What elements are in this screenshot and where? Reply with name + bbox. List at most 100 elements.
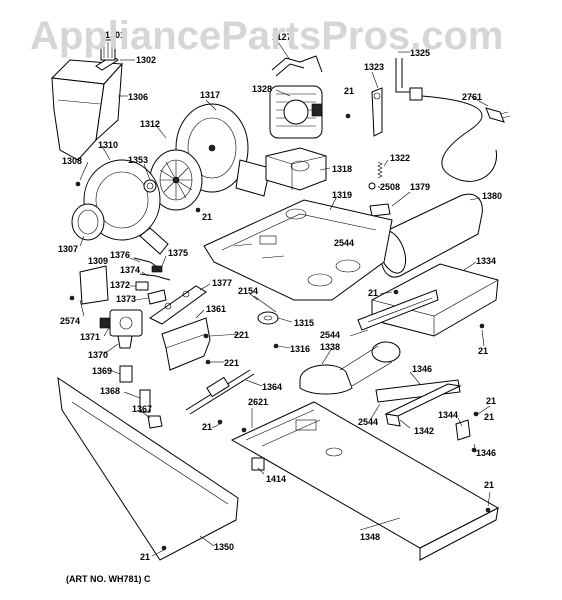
coil-1369 <box>119 365 133 383</box>
label-1322: 1322 <box>390 153 410 163</box>
label-1316: 1316 <box>290 344 310 354</box>
panel-1309 <box>79 265 109 305</box>
label-2761: 2761 <box>462 92 482 102</box>
label-1372: 1372 <box>110 280 130 290</box>
blower-wheel-1312 <box>149 149 203 211</box>
label-2544b: 2544 <box>320 330 340 340</box>
label-1369: 1369 <box>92 366 112 376</box>
label-1318: 1318 <box>332 164 352 174</box>
label-1346a: 1346 <box>412 364 432 374</box>
roller-1315 <box>257 311 279 325</box>
duct-elbow-1338 <box>299 341 401 395</box>
foot-1414 <box>251 457 265 471</box>
power-cord-2761 <box>409 87 511 182</box>
label-21a: 21 <box>344 86 354 96</box>
label-1334: 1334 <box>476 256 496 266</box>
part-labels: 1301 1302 1306 1317 1127 1328 1325 1323 … <box>58 30 502 562</box>
base-plate-1319 <box>203 199 393 301</box>
elbow-1367 <box>147 415 163 429</box>
blower-duct-1306 <box>50 59 124 161</box>
label-221a: 221 <box>234 330 249 340</box>
label-1414: 1414 <box>266 474 286 484</box>
label-21f: 21 <box>486 396 496 406</box>
nut-2508 <box>368 182 376 190</box>
label-1368: 1368 <box>100 386 120 396</box>
spring-1322 <box>377 161 383 179</box>
rod-1364 <box>185 369 255 415</box>
connector-1372 <box>135 281 149 291</box>
ring-seal-1353 <box>143 179 157 193</box>
label-1353: 1353 <box>128 155 148 165</box>
drive-motor-1328 <box>269 85 323 139</box>
label-2574: 2574 <box>60 316 80 326</box>
label-1371: 1371 <box>80 332 100 342</box>
leader-lines <box>79 41 491 557</box>
gas-valve-1371 <box>99 309 143 349</box>
label-1310: 1310 <box>98 140 118 150</box>
label-221b: 221 <box>224 358 239 368</box>
label-1302: 1302 <box>136 55 156 65</box>
label-1376: 1376 <box>110 250 130 260</box>
label-1380: 1380 <box>482 191 502 201</box>
label-1375: 1375 <box>168 248 188 258</box>
bracket-1342 <box>384 383 462 427</box>
label-1364: 1364 <box>262 382 282 392</box>
label-1317: 1317 <box>200 90 220 100</box>
label-2621: 2621 <box>248 397 268 407</box>
label-1367: 1367 <box>132 404 152 414</box>
support-rail-1334 <box>357 263 499 337</box>
bracket-1361 <box>161 317 211 371</box>
screws <box>69 113 491 551</box>
label-1338: 1338 <box>320 342 340 352</box>
label-1315: 1315 <box>294 318 314 328</box>
duct-clip-1301 <box>100 39 116 61</box>
bracket-1373 <box>147 289 167 305</box>
fuse-1374 <box>139 273 171 281</box>
watermark-text: AppliancePartsPros.com <box>30 14 504 58</box>
bracket-1325 <box>395 58 412 93</box>
label-21g: 21 <box>484 412 494 422</box>
label-21h: 21 <box>484 480 494 490</box>
label-1348: 1348 <box>360 532 380 542</box>
heater-duct-1380 <box>377 193 483 278</box>
clip-1344 <box>455 419 471 441</box>
door-switch-1323 <box>371 87 383 137</box>
label-1325: 1325 <box>410 48 430 58</box>
label-1328: 1328 <box>252 84 272 94</box>
label-1374: 1374 <box>120 265 140 275</box>
label-21c: 21 <box>368 288 378 298</box>
bracket-1346-top <box>375 379 461 403</box>
thermistor-1376 <box>133 257 163 273</box>
label-21e: 21 <box>202 422 212 432</box>
label-2544a: 2544 <box>334 238 354 248</box>
label-1344: 1344 <box>438 410 458 420</box>
seal-ring-1307 <box>71 203 105 241</box>
motor-mount-1318 <box>265 147 327 191</box>
label-2154: 2154 <box>238 286 258 296</box>
motor-clamp-1127 <box>271 55 323 77</box>
label-1361: 1361 <box>206 304 226 314</box>
back-panel-1350 <box>57 376 239 561</box>
label-1127: 1127 <box>272 32 292 42</box>
label-2544c: 2544 <box>358 417 378 427</box>
label-2508: 2508 <box>380 182 400 192</box>
label-1308: 1308 <box>62 156 82 166</box>
base-tray-1348 <box>230 401 500 561</box>
label-1307: 1307 <box>58 244 78 254</box>
label-1379: 1379 <box>410 182 430 192</box>
label-1350: 1350 <box>214 542 234 552</box>
label-21d: 21 <box>478 346 488 356</box>
label-1312: 1312 <box>140 119 160 129</box>
label-1346b: 1346 <box>476 448 496 458</box>
label-1301: 1301 <box>105 30 125 40</box>
label-1377: 1377 <box>212 278 232 288</box>
tube-1368 <box>139 389 151 413</box>
clip-1379 <box>369 203 391 217</box>
label-1342: 1342 <box>414 426 434 436</box>
label-1319: 1319 <box>332 190 352 200</box>
label-1373: 1373 <box>116 294 136 304</box>
label-1370: 1370 <box>88 350 108 360</box>
label-21b: 21 <box>202 212 212 222</box>
valve-bracket-1377 <box>149 285 207 325</box>
